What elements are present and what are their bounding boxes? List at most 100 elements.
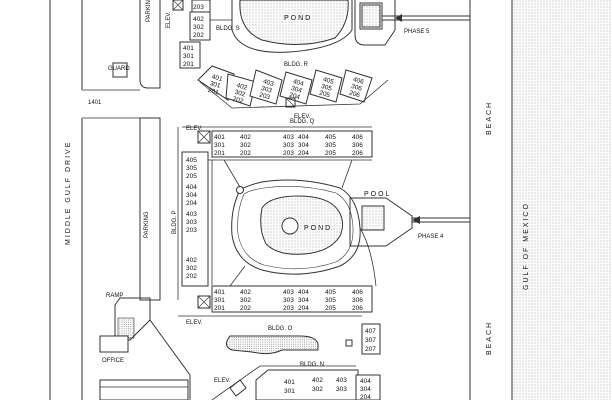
bldg-n-label: BLDG. N [300, 362, 324, 368]
unit-number: 302 [234, 89, 247, 99]
unit-number: 301 [209, 80, 222, 90]
unit-number: 405 [322, 76, 335, 86]
bldg-p [181, 151, 209, 287]
bldg-n-end [355, 374, 381, 400]
unit-number: 402 [240, 134, 251, 141]
phase5-deck [354, 0, 396, 46]
unit-number: 402 [236, 82, 249, 92]
unit-number: 402 [193, 16, 204, 23]
pond-central-label: POND [304, 225, 332, 232]
unit-number: 203 [283, 305, 294, 312]
unit-number: 203 [283, 150, 294, 157]
guard-label: GUARD [108, 66, 130, 72]
unit-number: 405 [186, 157, 197, 164]
unit-number: 406 [352, 76, 365, 86]
phase5-pool [361, 4, 381, 28]
elev-q-label: ELEV. [186, 126, 203, 132]
pond-upper-path [231, 0, 353, 53]
bldg-o-marker [345, 339, 353, 347]
unit-number: 401 [211, 73, 224, 83]
gulf-label: GULF OF MEXICO [523, 202, 530, 290]
unit-number: 205 [318, 90, 331, 100]
unit-number: 302 [193, 24, 204, 31]
phase4-deck [349, 197, 413, 247]
path-connector [229, 265, 246, 287]
unit-number: 202 [240, 150, 251, 157]
bldg-r-walk [199, 79, 389, 109]
unit-number: 203 [186, 227, 197, 234]
unit-number: 206 [352, 305, 363, 312]
unit-number: 404 [292, 78, 305, 88]
elev-n [229, 379, 247, 397]
phase4-pool [361, 205, 385, 231]
pool-label: POOL [364, 191, 391, 198]
bldg-o-units: 401 301 201 402 302 202 403 303 203 404 … [214, 289, 376, 353]
phase4-label: PHASE 4 [418, 234, 444, 240]
bldg-q [211, 130, 373, 158]
unit-number: 402 [312, 377, 323, 384]
unit-number: 304 [298, 142, 309, 149]
unit-number: 203 [258, 92, 271, 102]
phase5-arrow [395, 14, 402, 22]
path-connector [223, 159, 241, 188]
phase4-arrow [412, 216, 420, 224]
unit-number: 204 [360, 394, 371, 400]
unit-number: 202 [232, 96, 245, 106]
address-label: 1401 [88, 100, 102, 106]
office-building [99, 335, 129, 353]
bldg-n [255, 369, 359, 400]
unit-number: 403 [283, 289, 294, 296]
unit-number: 205 [325, 150, 336, 157]
unit-number: 201 [214, 305, 225, 312]
unit-number: 406 [352, 289, 363, 296]
unit-number: 207 [365, 346, 376, 353]
unit-number: 302 [312, 386, 323, 393]
unit-number: 202 [186, 273, 197, 280]
bldg-q-units: 401 301 201 402 302 202 403 303 203 404 … [214, 134, 363, 157]
pond-island [281, 217, 299, 235]
phase5-label: PHASE 5 [404, 29, 430, 35]
office-label: OFFICE [102, 358, 124, 364]
unit-number: 305 [325, 142, 336, 149]
unit-number: 204 [288, 92, 301, 102]
unit-number: 201 [214, 150, 225, 157]
ramp-path [114, 297, 151, 341]
elev-r [285, 97, 296, 108]
unit-number: 401 [214, 134, 225, 141]
beach-lower-label: BEACH [486, 321, 493, 355]
unit-number: 303 [186, 219, 197, 226]
bldg-n-walk [211, 365, 356, 400]
path-connector [341, 159, 353, 189]
bldg-r-label: BLDG. R [284, 62, 309, 68]
unit-number: 303 [283, 142, 294, 149]
unit-number: 304 [360, 386, 371, 393]
parking-upper-label: PARKING [146, 0, 152, 22]
unit-number: 306 [352, 142, 363, 149]
gazebo [236, 186, 244, 194]
elev-s-x [172, 0, 184, 11]
unit-number: 205 [186, 173, 197, 180]
ramp-label: RAMP [106, 293, 123, 299]
bldg-o [211, 285, 373, 313]
unit-number: 401 [284, 379, 295, 386]
unit-number: 203 [193, 4, 204, 11]
unit-number: 405 [325, 289, 336, 296]
elev-s [172, 0, 184, 11]
unit-number: 305 [320, 83, 333, 93]
bldg-o-end [361, 323, 381, 355]
bldg-o-label: BLDG. O [268, 326, 293, 332]
gulf-water [512, 0, 612, 400]
bldg-n-units: 401 301 402 302 403 303 404 304 204 [284, 377, 371, 400]
elev-o-label: ELEV. [186, 320, 203, 326]
unit-number: 206 [352, 150, 363, 157]
pond-upper-label: POND [284, 15, 312, 22]
unit-number: 302 [186, 265, 197, 272]
elev-r-x [285, 97, 296, 108]
unit-number: 305 [325, 297, 336, 304]
unit-number: 201 [207, 87, 220, 97]
bldg-q-label: BLDG. Q [290, 119, 315, 125]
parking-lower [139, 117, 161, 301]
unit-number: 206 [348, 90, 361, 100]
elev-q [197, 130, 211, 144]
